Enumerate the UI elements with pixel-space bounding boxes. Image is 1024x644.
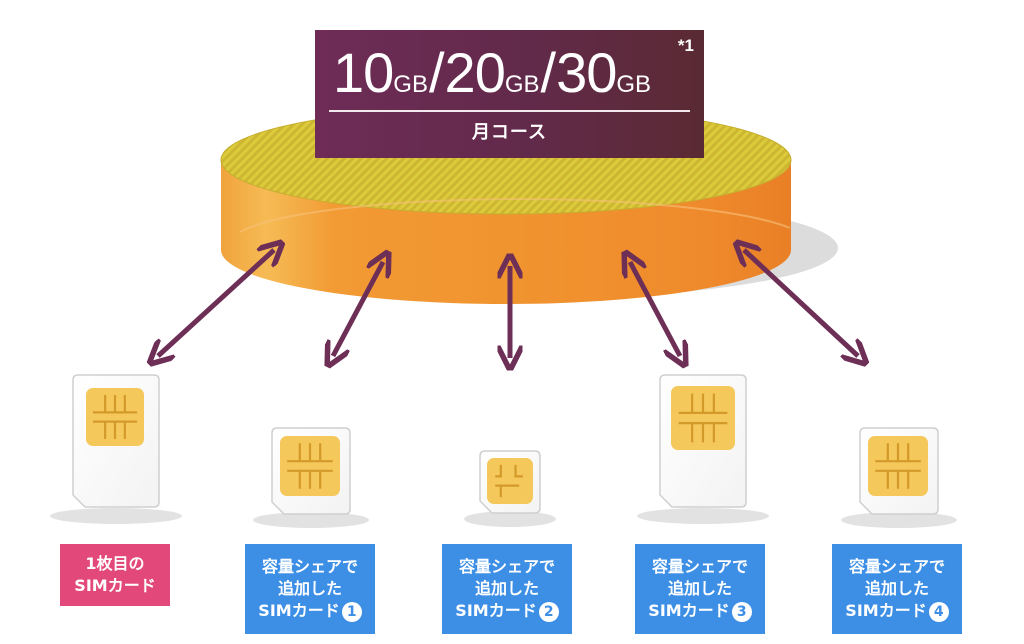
plan-footnote: *1 xyxy=(677,36,694,55)
card-label-text: 1枚目の xyxy=(85,554,145,573)
plan-amount: 10GB/20GB/30GB xyxy=(333,38,651,120)
plan-unit: GB xyxy=(504,71,540,98)
card-number-badge: 3 xyxy=(731,601,752,622)
card-label-text: 容量シェアで xyxy=(651,557,748,576)
sim-cards xyxy=(50,374,957,528)
chip-contacts xyxy=(495,464,523,498)
card-label-line: 容量シェアで xyxy=(442,556,572,578)
card-label-line: 容量シェアで xyxy=(635,556,765,578)
sim-chip xyxy=(868,436,928,496)
card-label-text: 追加した xyxy=(474,579,539,598)
card-label-line: 容量シェアで xyxy=(245,556,375,578)
arrow-4 xyxy=(630,262,680,356)
card-label-text: 追加した xyxy=(667,579,732,598)
card-label-text: 追加した xyxy=(864,579,929,598)
plan-amount-30: 30 xyxy=(556,41,617,104)
banner-divider xyxy=(329,110,690,112)
sim-card-2 xyxy=(253,427,369,528)
plan-course: 月コース xyxy=(471,122,548,143)
card-label-line: 追加した xyxy=(635,578,765,600)
plan-unit: GB xyxy=(393,71,428,98)
card-shadow xyxy=(253,512,369,528)
sim-card-5 xyxy=(841,427,957,528)
card-label-text: 容量シェアで xyxy=(261,557,358,576)
plan-separator: / xyxy=(540,41,557,104)
card-label-line: SIMカード xyxy=(60,575,170,597)
card-label-line: 追加した xyxy=(245,578,375,600)
chip-contacts xyxy=(92,394,138,440)
card-number-badge: 1 xyxy=(341,601,362,622)
sim-chip xyxy=(671,386,735,450)
sim-card-3 xyxy=(464,450,556,527)
card-shadow xyxy=(637,508,769,524)
card-label-text: SIMカード xyxy=(648,601,730,620)
arrow-1 xyxy=(158,250,274,356)
plan-amount-20: 20 xyxy=(444,41,506,104)
card-number-badge: 4 xyxy=(928,601,949,622)
card-label-text: 容量シェアで xyxy=(458,557,555,576)
card-shadow xyxy=(464,511,556,527)
card-label-line: 容量シェアで xyxy=(832,556,962,578)
chip-contacts xyxy=(875,443,921,489)
sim-chip xyxy=(280,436,340,496)
plan-amount-10: 10 xyxy=(333,41,394,104)
arrow-5 xyxy=(744,250,858,356)
card-number-badge: 2 xyxy=(538,601,559,622)
card-label-text: 追加した xyxy=(277,579,342,598)
sim-card-1 xyxy=(50,374,182,524)
card-shadow xyxy=(50,508,182,524)
card-label-text: SIMカード xyxy=(258,601,340,620)
card-label-line: 追加した xyxy=(832,578,962,600)
card-label-text: SIMカード xyxy=(845,601,927,620)
card-label-line: 1枚目の xyxy=(60,553,170,575)
chip-contacts xyxy=(287,443,333,489)
card-label-text: 容量シェアで xyxy=(848,557,945,576)
card-label-text: SIMカード xyxy=(74,576,156,595)
sim-chip xyxy=(487,458,533,504)
sim-card-4 xyxy=(637,374,769,524)
arrow-2 xyxy=(333,262,383,356)
card-label-1: 1枚目の SIMカード xyxy=(60,544,170,606)
chip-contacts xyxy=(678,393,728,443)
card-shadow xyxy=(841,512,957,528)
card-label-line: 追加した xyxy=(442,578,572,600)
card-label-text: SIMカード xyxy=(455,601,537,620)
connection-arrows xyxy=(158,250,858,358)
plan-unit: GB xyxy=(616,71,652,98)
sim-chip xyxy=(86,388,144,446)
disc-reflection xyxy=(239,198,791,233)
plan-banner: 10GB/20GB/30GB *1 月コース xyxy=(315,30,704,158)
plan-separator: / xyxy=(428,41,445,104)
